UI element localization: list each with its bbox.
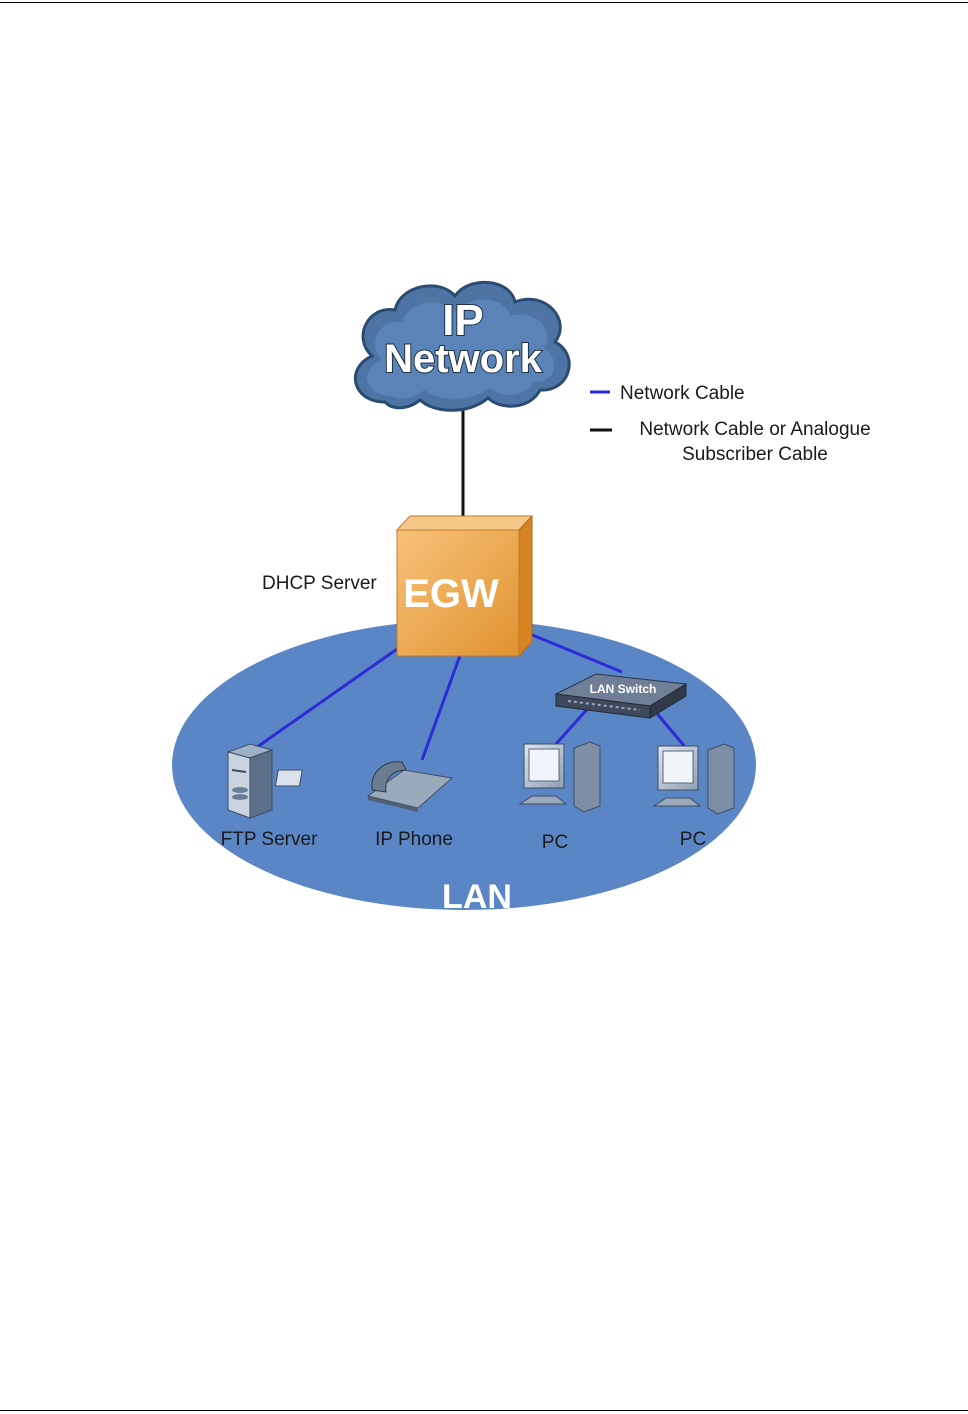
legend-label-network-cable: Network Cable xyxy=(620,383,745,404)
legend-label-analogue-cable-line2: Subscriber Cable xyxy=(682,444,828,465)
pc-icon xyxy=(520,742,600,812)
device-label-ftp-server: FTP Server xyxy=(221,829,318,850)
dhcp-server-label: DHCP Server xyxy=(262,573,377,594)
legend-label-analogue-cable-line1: Network Cable or Analogue xyxy=(639,419,870,440)
egw-label: EGW xyxy=(403,572,499,616)
device-label-pc-2: PC xyxy=(680,829,706,850)
device-label-ip-phone: IP Phone xyxy=(375,829,453,850)
ftp-server-icon xyxy=(228,744,272,818)
lan-label: LAN xyxy=(442,878,512,916)
device-label-pc-1: PC xyxy=(542,832,568,853)
footer-rule xyxy=(0,1410,968,1411)
pc-icon xyxy=(654,744,734,814)
cloud-label-line2: Network xyxy=(384,337,543,381)
lan-switch-label: LAN Switch xyxy=(590,682,657,696)
